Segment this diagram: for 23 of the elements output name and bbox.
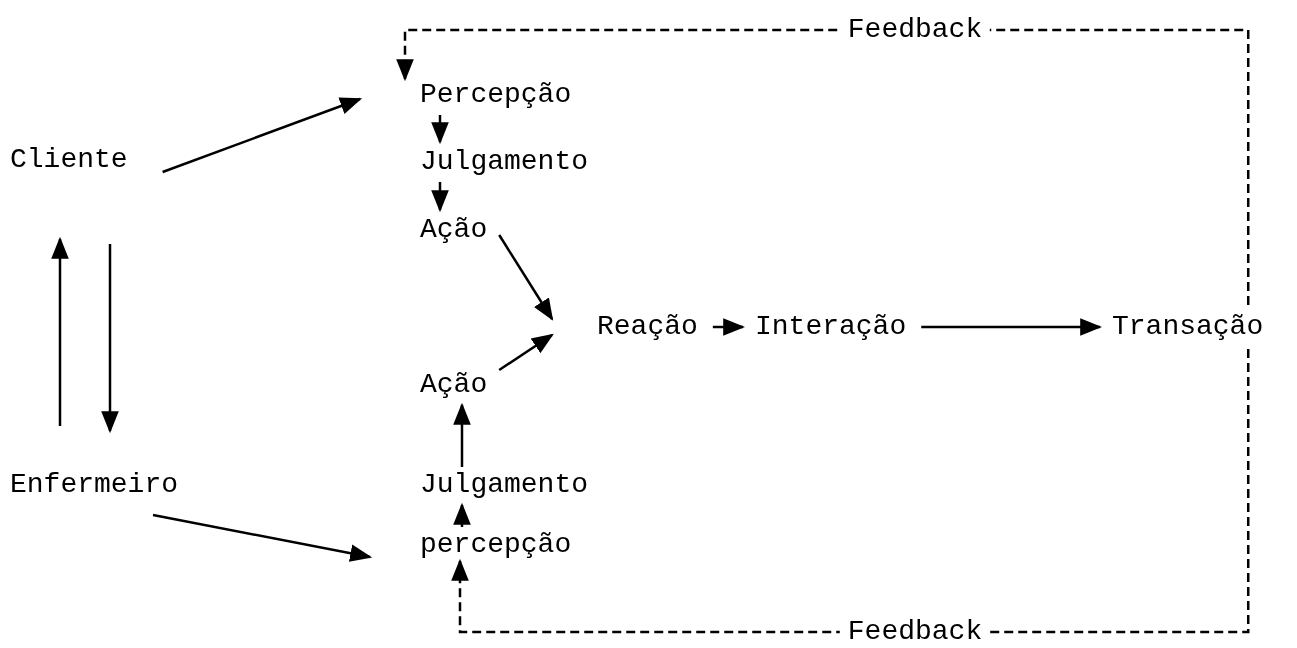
arrow (921, 318, 1103, 336)
arrow (712, 318, 746, 336)
arrow (152, 513, 373, 562)
node-label: Julgamento (420, 471, 589, 499)
arrow (162, 97, 363, 174)
arrow (51, 236, 69, 426)
node-label: Cliente (10, 146, 128, 174)
node-label: percepção (420, 531, 572, 559)
node-label: Ação (420, 371, 488, 399)
node-label: Interação (755, 313, 907, 341)
arrow (498, 234, 554, 321)
arrow (498, 333, 554, 372)
arrow (101, 244, 119, 434)
arrow (453, 502, 471, 527)
node-label: Reação (597, 313, 698, 341)
node-label: Enfermeiro (10, 471, 179, 499)
node-label: Transação (1112, 313, 1264, 341)
arrow (453, 402, 471, 467)
arrow (431, 115, 449, 145)
node-label: Ação (420, 216, 488, 244)
node-label: Julgamento (420, 148, 589, 176)
arrow (431, 182, 449, 213)
node-label: Percepção (420, 81, 572, 109)
